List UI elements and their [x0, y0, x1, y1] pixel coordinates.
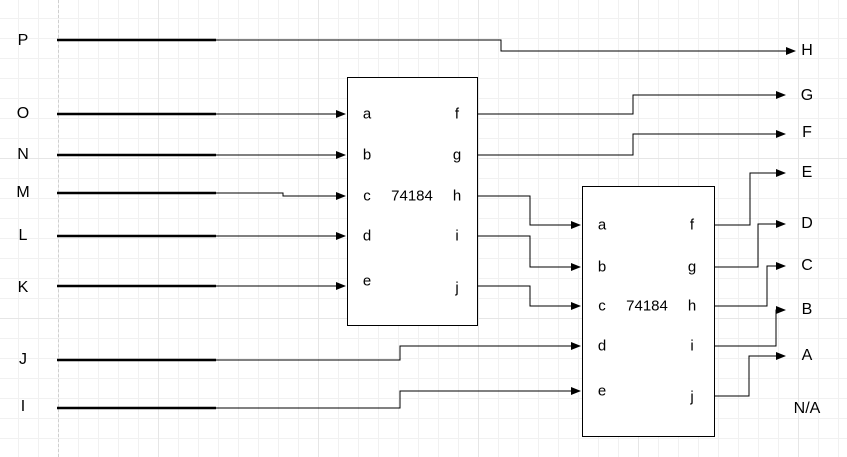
output-label-f: F	[802, 124, 812, 141]
chip2-pin-g: g	[687, 258, 697, 276]
chip1-name: 74184	[391, 187, 433, 205]
guide-dashed-line	[58, 0, 59, 457]
output-label-na: N/A	[793, 400, 821, 417]
chip1-pin-d: d	[362, 227, 372, 245]
chip2-name: 74184	[626, 297, 668, 315]
wire-g2-d	[714, 220, 786, 268]
wire-i-e2	[216, 387, 581, 409]
wire-j1-c2	[477, 285, 581, 310]
output-label-h: H	[801, 42, 813, 59]
output-label-g: G	[800, 87, 814, 104]
input-label-l: L	[18, 227, 28, 244]
output-label-b: B	[801, 301, 813, 318]
wire-f2-e	[714, 169, 786, 226]
input-label-i: I	[20, 398, 26, 415]
wire-g1-f	[477, 130, 786, 156]
chip1-pin-b: b	[362, 146, 372, 164]
chip2-pin-h: h	[687, 297, 697, 315]
wire-m-c1	[216, 192, 346, 200]
output-label-d: D	[801, 215, 813, 232]
output-label-e: E	[801, 164, 813, 181]
chip1-pin-e: e	[362, 272, 372, 290]
wire-i1-b2	[477, 235, 581, 271]
wire-h2-c	[714, 262, 786, 307]
chip2-pin-d: d	[597, 337, 607, 355]
chip2-pin-b: b	[597, 258, 607, 276]
wire-p-h	[216, 39, 796, 55]
chip2-pin-f: f	[689, 216, 695, 234]
chip2-pin-e: e	[597, 382, 607, 400]
chip1-pin-c: c	[363, 187, 371, 205]
chip2-pin-j: j	[690, 388, 694, 406]
chip-74184-second	[582, 186, 715, 437]
input-label-o: O	[16, 105, 30, 122]
wire-i2-b	[714, 306, 786, 347]
input-label-j: J	[19, 351, 27, 368]
chip1-pin-a: a	[362, 105, 372, 123]
wire-j-d2	[216, 342, 581, 361]
output-label-c: C	[801, 257, 813, 274]
chip1-pin-i: i	[455, 227, 459, 245]
chip-74184-first	[347, 77, 478, 326]
chip1-pin-g: g	[452, 146, 462, 164]
wire-j2-a	[714, 352, 786, 397]
input-label-n: N	[17, 146, 29, 163]
input-label-m: M	[16, 184, 30, 201]
output-label-a: A	[801, 347, 813, 364]
input-label-k: K	[17, 279, 29, 296]
chip2-pin-c: c	[598, 297, 606, 315]
chip1-pin-j: j	[455, 279, 459, 297]
wire-f1-g	[477, 91, 786, 115]
chip2-pin-i: i	[690, 337, 694, 355]
input-label-p: P	[17, 32, 29, 49]
chip1-pin-f: f	[454, 105, 460, 123]
wire-h1-a2	[477, 195, 581, 229]
chip1-pin-h: h	[452, 187, 462, 205]
chip2-pin-a: a	[597, 216, 607, 234]
